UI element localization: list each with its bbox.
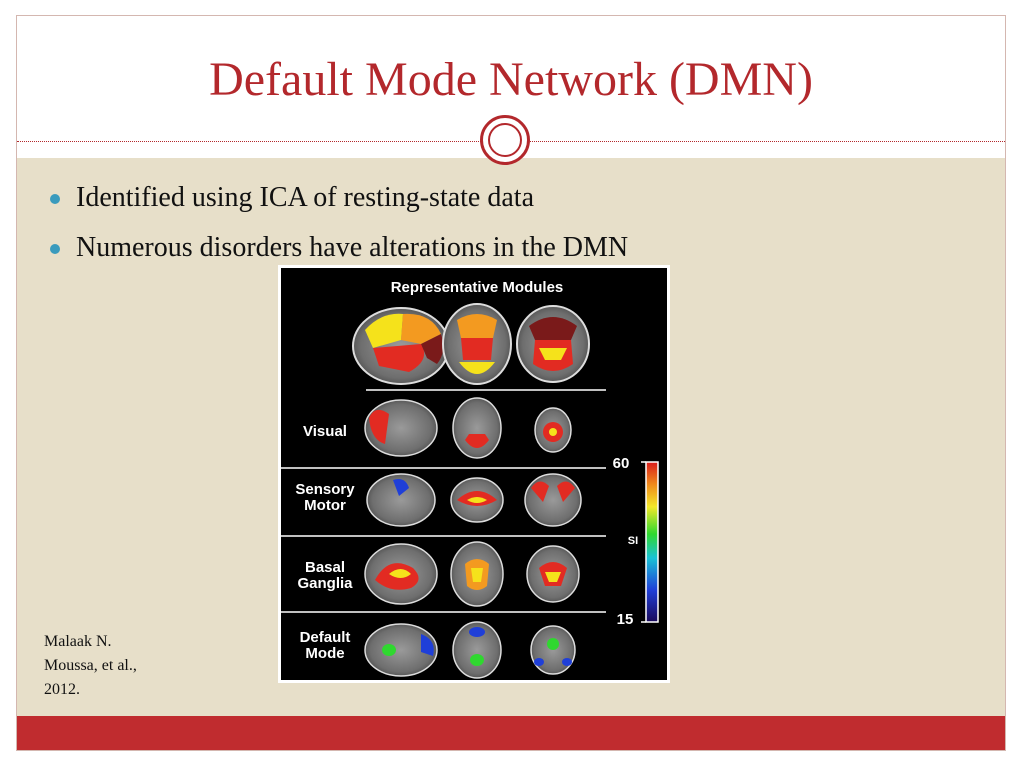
module-blob [401, 313, 441, 344]
module-blob [549, 428, 557, 436]
circle-ornament-inner [488, 123, 522, 157]
citation-line: Malaak N. [44, 633, 112, 650]
bullet-list: Identified using ICA of resting-state da… [48, 178, 628, 278]
module-row-visual: Visual [303, 397, 572, 459]
bullet-item: Numerous disorders have alterations in t… [48, 228, 628, 278]
module-blob [393, 479, 409, 496]
module-blob [373, 344, 425, 372]
module-blob [461, 338, 493, 360]
module-blob [382, 644, 396, 656]
row-label: Motor [304, 497, 346, 514]
module-blob [421, 634, 434, 656]
brain-coronal [524, 473, 582, 527]
slide-title: Default Mode Network (DMN) [209, 53, 813, 106]
module-row-basal-ganglia: Basal Ganglia [297, 541, 580, 607]
module-blob [545, 572, 561, 582]
row-label: Mode [305, 645, 344, 662]
figure-panel: Representative Modules Visua [281, 268, 667, 680]
brain-sagittal [364, 623, 438, 677]
module-blob [470, 654, 484, 666]
circle-ornament-icon [480, 115, 530, 165]
module-blob [534, 658, 544, 666]
colorbar-max-label: 60 [613, 455, 630, 472]
module-blob [369, 409, 389, 444]
module-blob [389, 569, 411, 578]
module-row-sensory-motor: Sensory Motor [295, 473, 582, 527]
module-blob [471, 568, 483, 582]
row-label: Basal [305, 559, 345, 576]
brain-sagittal [366, 473, 436, 527]
slide-frame [16, 15, 1006, 751]
footer-bar [17, 716, 1005, 750]
row-label: Visual [303, 423, 347, 440]
module-blob [467, 497, 487, 503]
module-blob [365, 313, 403, 348]
module-blob [547, 638, 559, 650]
module-blob [469, 627, 485, 637]
colorbar-axis-label: SI [628, 535, 638, 547]
bullet-item: Identified using ICA of resting-state da… [48, 178, 628, 228]
figure-title: Representative Modules [391, 279, 564, 296]
colorbar-min-label: 15 [617, 611, 634, 628]
module-blob [539, 348, 567, 360]
brain-modules-figure: Representative Modules Visua [278, 265, 670, 683]
citation-line: Moussa, et al., [44, 657, 137, 674]
figure-svg: Representative Modules Visua [281, 279, 659, 679]
bullet-text: Numerous disorders have alterations in t… [76, 232, 629, 263]
row-label: Default [300, 629, 351, 646]
colorbar-gradient [645, 461, 659, 623]
representative-modules-row [352, 303, 590, 385]
module-blob [457, 314, 497, 338]
module-blob [529, 317, 577, 340]
citation-line: 2012. [44, 681, 80, 698]
citation: Malaak N. Moussa, et al., 2012. [44, 630, 194, 702]
brain-axial [452, 621, 502, 679]
module-row-default-mode: Default Mode [300, 621, 576, 679]
row-label: Sensory [295, 481, 355, 498]
colorbar: 60 SI 15 [613, 455, 659, 628]
bullet-text: Identified using ICA of resting-state da… [76, 182, 534, 213]
module-blob [557, 481, 575, 502]
module-blob [421, 334, 444, 364]
module-blob [562, 658, 572, 666]
module-blob [531, 481, 549, 502]
module-blob [465, 434, 489, 448]
module-blob [459, 362, 495, 374]
bullet-dot-icon [50, 244, 60, 254]
bullet-dot-icon [50, 194, 60, 204]
brain-axial [452, 397, 502, 459]
row-label: Ganglia [297, 575, 353, 592]
